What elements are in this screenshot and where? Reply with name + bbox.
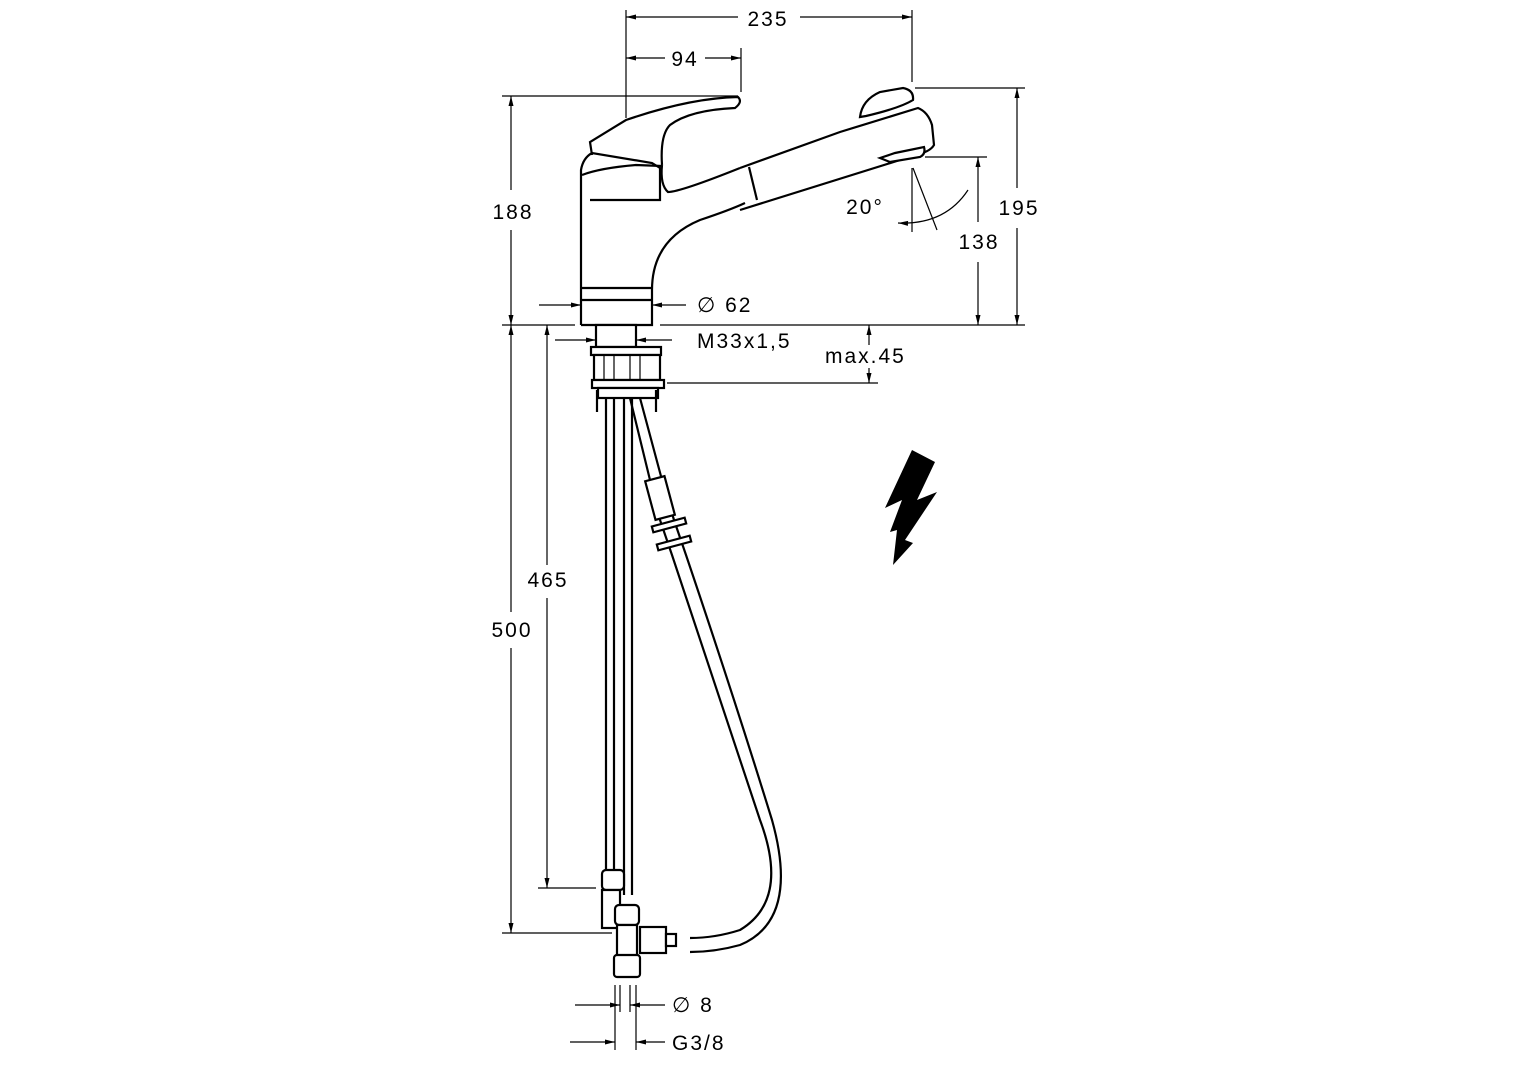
dimension-lines — [502, 10, 1025, 1050]
dim-base-diameter: ∅ 62 — [697, 294, 753, 317]
dim-overall-reach: 235 — [747, 8, 788, 31]
pull-out-spray-head — [739, 86, 936, 212]
faucet-body — [579, 95, 746, 327]
dim-height-above-deck: 188 — [492, 201, 533, 224]
dim-pipe-diameter: ∅ 8 — [672, 994, 714, 1017]
dim-thread: M33x1,5 — [697, 330, 792, 353]
lightning-bolt-icon — [885, 450, 937, 565]
dim-outlet-height: 138 — [958, 231, 999, 254]
dim-lever-reach: 94 — [671, 48, 698, 71]
dim-spray-angle: 20° — [846, 196, 884, 219]
supply-hoses — [604, 397, 782, 954]
dim-hose-length-total: 500 — [491, 619, 532, 642]
mounting-assembly — [589, 323, 666, 412]
dim-connection: G3/8 — [672, 1032, 726, 1055]
dim-spray-height: 195 — [998, 197, 1039, 220]
dim-max-deck-thickness: max.45 — [825, 345, 906, 368]
t-valve — [600, 868, 678, 979]
dim-hose-length-fixed: 465 — [527, 569, 568, 592]
